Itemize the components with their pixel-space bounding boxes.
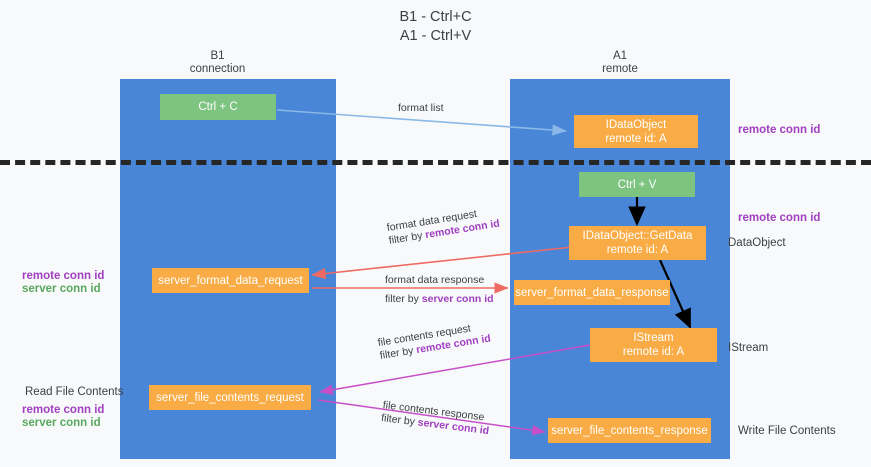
- lane-header-b1: B1 connection: [189, 50, 246, 75]
- side-label-left-server-conn-id-2: server conn id: [22, 417, 101, 429]
- side-label-left-server-conn-id: server conn id: [22, 283, 101, 295]
- side-label-dataobject: DataObject: [728, 237, 786, 249]
- edge-label-file-contents-request: file contents request filter by remote c…: [377, 320, 492, 363]
- node-ctrl-c[interactable]: Ctrl + C: [160, 94, 276, 120]
- node-server-format-data-request[interactable]: server_format_data_request: [152, 268, 309, 293]
- edge-label-format-data-response: format data response filter by server co…: [385, 274, 494, 306]
- edge-label-file-contents-response: file contents response filter by server …: [380, 399, 491, 438]
- edge-label-format-data-response-line1: format data response: [385, 274, 485, 286]
- node-server-format-data-response[interactable]: server_format_data_response: [514, 280, 670, 305]
- edge-label-format-list-line1: format list: [398, 102, 444, 114]
- node-ctrl-v[interactable]: Ctrl + V: [579, 172, 695, 197]
- edge-label-format-list: format list: [398, 102, 444, 115]
- filter-by-prefix-2: filter by: [385, 293, 422, 305]
- side-label-remote-conn-id-top: remote conn id: [738, 124, 821, 136]
- side-label-read-file-contents: Read File Contents: [25, 386, 124, 398]
- side-label-left-remote-conn-id: remote conn id: [22, 270, 105, 282]
- node-server-file-contents-response[interactable]: server_file_contents_response: [548, 418, 711, 443]
- side-label-remote-conn-id-mid: remote conn id: [738, 212, 821, 224]
- side-label-left-remote-conn-id-2: remote conn id: [22, 404, 105, 416]
- conn-id-token-server: server conn id: [421, 293, 494, 305]
- node-idataobject-getdata[interactable]: IDataObject::GetData remote id: A: [569, 226, 706, 260]
- edge-label-format-data-request: format data request filter by remote con…: [386, 205, 501, 248]
- node-server-file-contents-request[interactable]: server_file_contents_request: [149, 385, 311, 410]
- side-label-istream: IStream: [728, 342, 769, 354]
- node-istream[interactable]: IStream remote id: A: [590, 328, 717, 362]
- diagram-title: B1 - Ctrl+C A1 - Ctrl+V: [399, 9, 472, 44]
- edge-label-format-data-response-line2: filter by server conn id: [385, 293, 494, 306]
- side-label-write-file-contents: Write File Contents: [738, 425, 836, 437]
- section-divider: [0, 160, 871, 165]
- node-idataobject[interactable]: IDataObject remote id: A: [574, 115, 698, 148]
- lane-header-a1: A1 remote: [602, 50, 638, 75]
